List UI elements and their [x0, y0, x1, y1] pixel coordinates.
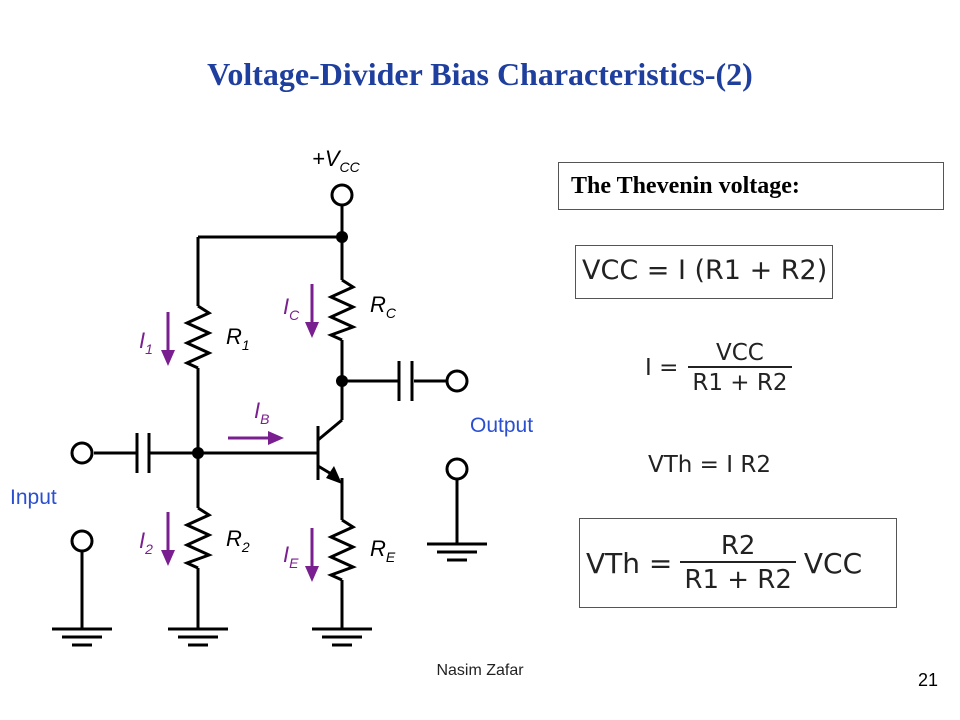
arrow-ic	[305, 284, 319, 338]
junction-base	[192, 447, 204, 459]
output-label: Output	[470, 414, 533, 437]
resistor-r2	[183, 506, 213, 570]
equation-current: I = VCC R1 + R2	[645, 340, 792, 396]
ground-symbol-input	[52, 627, 112, 647]
circuit-wires	[80, 206, 459, 628]
vcc-label: +VCC	[312, 146, 361, 175]
i2-label: I2	[139, 528, 153, 557]
ground-symbol-r2	[168, 627, 228, 647]
resistor-rc	[327, 278, 357, 342]
rc-label: RC	[370, 292, 397, 321]
output-capacitor	[397, 361, 414, 401]
arrow-ib	[228, 431, 284, 445]
i1-label: I1	[139, 328, 153, 357]
output-terminal	[445, 369, 469, 393]
arrow-i2	[161, 512, 175, 566]
equation-vcc: VCC = I (R1 + R2)	[575, 245, 833, 299]
eq2-numerator: VCC	[716, 340, 764, 366]
input-ground-terminal	[70, 529, 94, 553]
eq4-fraction: R2 R1 + R2	[680, 531, 796, 595]
thevenin-heading-box: The Thevenin voltage:	[558, 162, 944, 210]
input-capacitor	[135, 433, 151, 473]
arrow-i1	[161, 312, 175, 366]
eq2-denominator: R1 + R2	[688, 366, 792, 396]
eq2-lhs: I =	[645, 355, 679, 381]
npn-transistor	[316, 418, 343, 484]
ib-label: IB	[254, 398, 269, 427]
junction-collector	[336, 375, 348, 387]
input-terminal	[70, 441, 94, 465]
arrow-ie	[305, 528, 319, 582]
output-ground-terminal	[445, 457, 469, 481]
junction-top	[336, 231, 348, 243]
eq4-denominator: R1 + R2	[680, 561, 796, 595]
input-label: Input	[10, 486, 57, 509]
equation-vth-product: VTh = I R2	[648, 452, 771, 478]
footer-author: Nasim Zafar	[436, 662, 524, 679]
resistor-r1	[183, 304, 213, 370]
vcc-terminal	[330, 183, 354, 207]
equation-vth-divider: VTh = R2 R1 + R2 VCC	[579, 518, 897, 608]
eq4-lhs: VTh =	[586, 546, 673, 580]
page-number: 21	[917, 670, 938, 690]
eq4-numerator: R2	[720, 531, 756, 561]
eq2-fraction: VCC R1 + R2	[688, 340, 792, 396]
ic-label: IC	[283, 294, 300, 323]
re-label: RE	[370, 536, 396, 565]
slide-title: Voltage-Divider Bias Characteristics-(2)	[207, 56, 753, 92]
eq4-rhs: VCC	[803, 546, 863, 580]
r2-label: R2	[226, 526, 250, 555]
resistor-re	[327, 518, 357, 582]
ground-symbol-re	[312, 627, 372, 647]
r1-label: R1	[226, 324, 250, 353]
ie-label: IE	[283, 542, 299, 571]
ground-symbol-output	[427, 542, 487, 562]
